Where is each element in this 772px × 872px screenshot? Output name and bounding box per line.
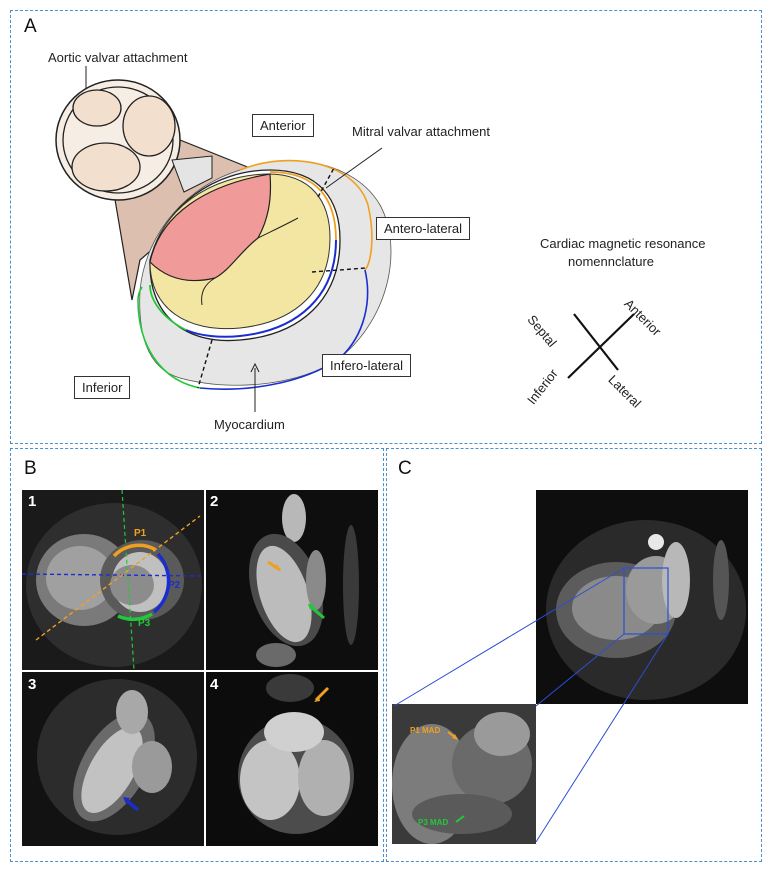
cmr-overview-image [536,490,748,704]
panel-b-label: B [24,458,37,479]
cmr-short-axis-image [22,490,204,670]
cmr-two-chamber-image [206,490,378,670]
nomenclature-title-2: nomennclature [568,254,654,269]
orange-segment-border [239,159,373,271]
inferior-box: Inferior [74,376,131,399]
aortic-valve [55,79,181,201]
mitral-anatomy-diagram [55,66,635,412]
cmr-four-chamber-image [206,672,378,846]
panel-c [386,448,762,862]
p3-mad-annotation: P3 MAD [418,818,449,827]
panel-b [10,448,384,862]
image-number-4: 4 [210,676,219,693]
aortic-attachment-label: Aortic valvar attachment [48,50,188,65]
antero-lateral-box: Antero-lateral [376,217,471,240]
image-number-2: 2 [210,493,219,510]
segment-p1-label: P1 [134,528,147,539]
nomenclature-title-1: Cardiac magnetic resonance [540,236,706,251]
myocardium-label: Myocardium [214,417,285,432]
anterior-leaflet [149,173,272,282]
p1-mad-annotation: P1 MAD [410,726,441,735]
anterior-box: Anterior [252,114,314,137]
segment-p3-label: P3 [138,618,151,629]
mitral-attachment-label: Mitral valvar attachment [352,124,490,139]
panel-a-label: A [24,16,37,37]
cmr-zoomed-image [392,704,536,844]
panel-c-label: C [398,458,412,479]
nomenclature-cross [567,313,635,379]
panel-a [10,10,762,444]
image-number-3: 3 [28,676,37,693]
infero-lateral-box: Infero-lateral [322,354,411,377]
image-number-1: 1 [28,493,37,510]
cmr-three-chamber-image [22,672,204,846]
green-segment-border [137,286,201,389]
segment-p2-label: P2 [168,580,181,591]
